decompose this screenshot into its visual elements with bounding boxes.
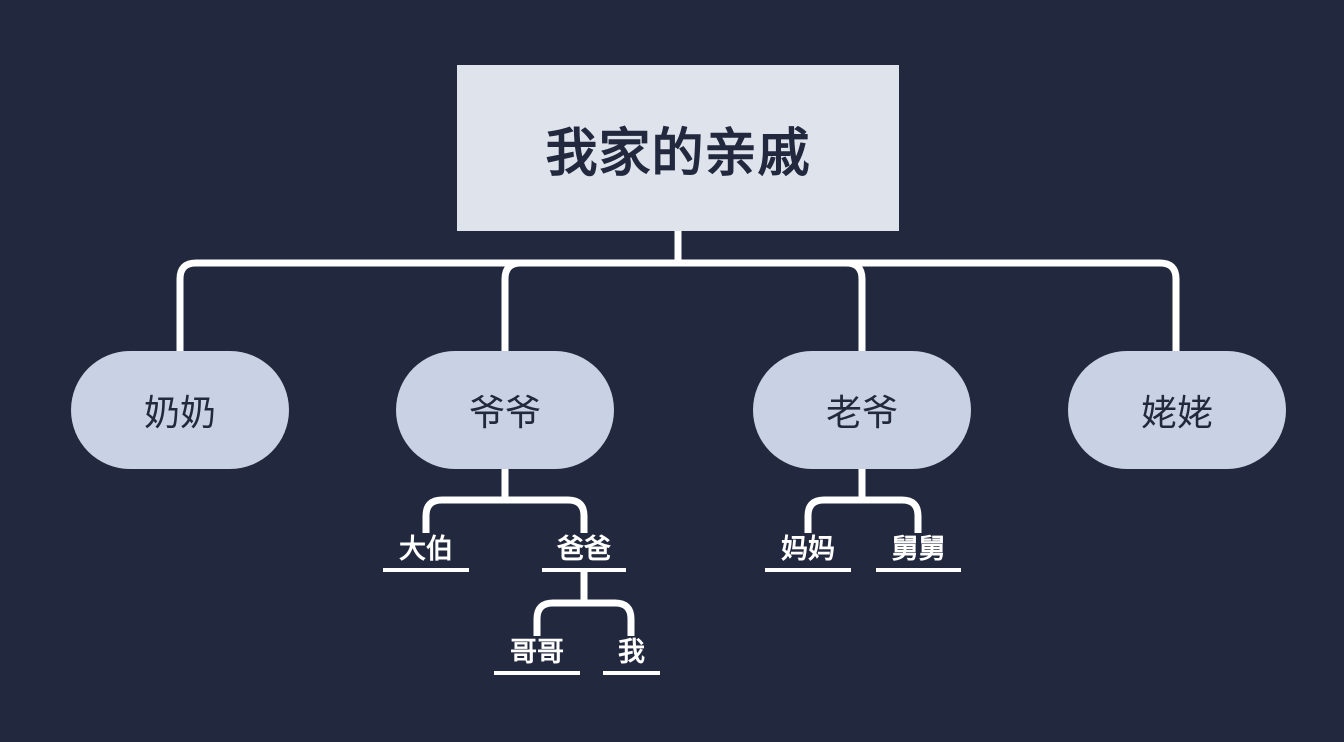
level1-bus [176, 259, 1180, 351]
node-label: 爷爷 [468, 393, 541, 434]
diagram-title: 我家的亲戚 [545, 123, 811, 184]
grandpa-bus [422, 496, 588, 533]
node-label: 姥姥 [1140, 393, 1213, 434]
node-uncle-maternal: 舅舅 [876, 535, 961, 572]
branch-to-grandpa [501, 259, 522, 351]
node-grandma-maternal: 姥姥 [1068, 351, 1286, 469]
node-label: 奶奶 [143, 393, 216, 434]
maternal-grandpa-bus [804, 496, 922, 533]
node-grandpa-maternal: 老爷 [753, 351, 971, 469]
node-uncle-elder: 大伯 [383, 535, 469, 572]
root-node: 我家的亲戚 [457, 65, 899, 231]
node-me: 我 [603, 638, 660, 675]
dad-bus [533, 599, 635, 636]
node-grandpa-paternal: 爷爷 [396, 351, 614, 469]
node-label: 老爷 [825, 393, 898, 434]
node-grandma-paternal: 奶奶 [71, 351, 289, 469]
node-mom: 妈妈 [765, 535, 851, 572]
node-dad: 爸爸 [542, 535, 626, 572]
node-elder-brother: 哥哥 [494, 638, 580, 675]
branch-to-maternal-grandpa [845, 259, 866, 351]
